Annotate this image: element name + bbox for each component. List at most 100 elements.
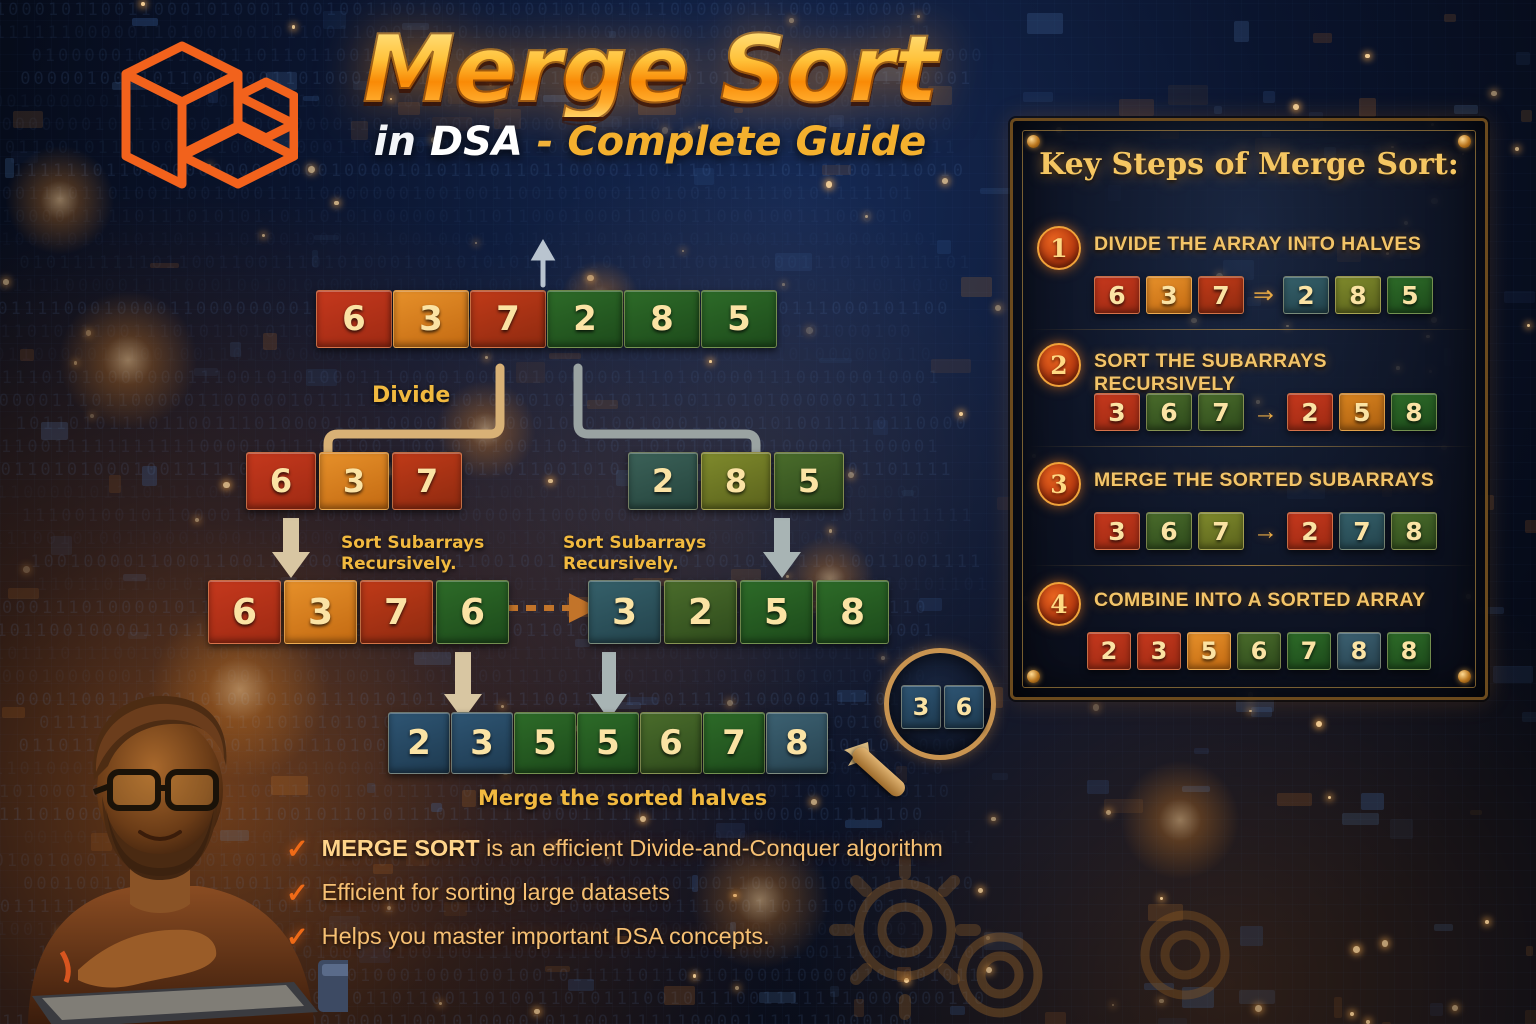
array-level-1-cell: 8: [624, 290, 700, 348]
array-level-3-left-cell: 3: [284, 580, 357, 644]
developer-illustration: [18, 640, 362, 1024]
benefits-list: ✓ MERGE SORT is an efficient Divide-and-C…: [286, 835, 1046, 968]
array-level-2-right-cell: 2: [628, 452, 698, 510]
array-level-3-left-cell: 6: [436, 580, 509, 644]
list-item-emphasis: MERGE SORT: [321, 835, 480, 861]
step-label: DIVIDE THE ARRAY INTO HALVES: [1094, 233, 1422, 255]
rivet-bottom-right: [1458, 670, 1471, 683]
magnifier-cell: 3: [901, 685, 941, 729]
step-left-cell: 7: [1287, 632, 1331, 670]
subtitle-guide: Complete Guide: [567, 118, 927, 165]
subtitle-in: in: [373, 118, 416, 165]
step-label: SORT THE SUBARRAYS RECURSIVELY: [1094, 350, 1327, 395]
sort-label-right-line1: Sort Subarrays: [563, 533, 707, 553]
step-left-cell: 6: [1146, 393, 1192, 431]
array-level-3-left-cell: 6: [208, 580, 281, 644]
array-level-3-right-cell: 2: [664, 580, 737, 644]
panel-inner-frame: [1022, 130, 1476, 688]
step-label: MERGE THE SORTED SUBARRAYS: [1094, 469, 1435, 491]
step-left-cell: 6: [1094, 276, 1140, 314]
step-right-cell: 2: [1287, 393, 1333, 431]
subtitle-dash: -: [536, 118, 554, 165]
array-level-3-right-cell: 3: [588, 580, 661, 644]
check-icon: ✓: [286, 878, 309, 908]
array-level-1-cell: 6: [316, 290, 392, 348]
array-level-1-cell: 7: [470, 290, 546, 348]
array-final-cell: 2: [388, 712, 450, 774]
array-level-2-left-cell: 3: [319, 452, 389, 510]
step-left-cell: 7: [1198, 393, 1244, 431]
list-item: ✓ Efficient for sorting large datasets: [286, 878, 1046, 908]
array-final-cell: 5: [577, 712, 639, 774]
step-left-cell: 3: [1137, 632, 1181, 670]
array-level-2-left-cell: 7: [392, 452, 462, 510]
array-final-cell: 6: [640, 712, 702, 774]
step-separator: [1029, 565, 1475, 566]
array-final-cell: 7: [703, 712, 765, 774]
array-level-3-right-cell: 5: [740, 580, 813, 644]
list-item-text: MERGE SORT is an efficient Divide-and-Co…: [321, 835, 943, 861]
array-level-1-cell: 5: [701, 290, 777, 348]
step-right-cell: 2: [1282, 276, 1329, 314]
step-right-cell: 8: [1391, 512, 1437, 550]
rivet-top-right: [1458, 135, 1471, 148]
page-title-block: Merge Sort in DSA - Complete Guide: [330, 21, 970, 165]
step-number-badge: 1: [1037, 226, 1081, 270]
divide-label: Divide: [372, 383, 451, 408]
array-level-1-cell: 2: [547, 290, 623, 348]
sort-label-left-line2: Recursively.: [341, 554, 457, 575]
array-level-2-right-cell: 5: [774, 452, 844, 510]
step-left-cell: 3: [1146, 276, 1192, 314]
step-number-badge: 3: [1037, 462, 1081, 506]
array-final-cell: 8: [766, 712, 828, 774]
step-right-cell: 5: [1386, 276, 1433, 314]
sort-label-right: Sort Subarrays Recursively.: [563, 533, 706, 576]
step-right-cell: 7: [1339, 512, 1385, 550]
list-item-text: Helps you master important DSA concepts.: [321, 923, 770, 949]
list-item: ✓ Helps you master important DSA concepts…: [286, 922, 1046, 952]
step-left-cell: 3: [1094, 512, 1140, 550]
array-level-3-right-cell: 8: [816, 580, 889, 644]
step-left-cell: 8: [1337, 632, 1381, 670]
array-level-3-left-cell: 7: [360, 580, 433, 644]
step-left-cell: 7: [1198, 276, 1244, 314]
array-level-1-cell: 3: [393, 290, 469, 348]
step-right-cell: 2: [1287, 512, 1333, 550]
sort-label-right-line2: Recursively.: [563, 554, 679, 575]
step-left-cell: 3: [1094, 393, 1140, 431]
step-right-cell: 5: [1339, 393, 1385, 431]
step-arrow-icon: →: [1253, 516, 1278, 545]
subtitle-dsa: DSA: [429, 118, 523, 165]
step-arrow-icon: ⇒: [1253, 280, 1274, 309]
sort-label-left: Sort Subarrays Recursively.: [341, 533, 484, 576]
step-left-cell: 6: [1237, 632, 1281, 670]
step-number-badge: 4: [1037, 582, 1081, 626]
step-left-cell: 6: [1146, 512, 1192, 550]
list-item-text: Efficient for sorting large datasets: [321, 879, 670, 905]
check-icon: ✓: [286, 922, 309, 952]
page-title: Merge Sort: [330, 21, 970, 118]
panel-title: Key Steps of Merge Sort:: [1039, 147, 1459, 182]
step-label: COMBINE INTO A SORTED ARRAY: [1094, 589, 1426, 611]
step-separator: [1029, 446, 1475, 447]
array-final-cell: 5: [514, 712, 576, 774]
step-arrow-icon: →: [1253, 397, 1278, 426]
sort-label-left-line1: Sort Subarrays: [341, 533, 485, 553]
step-left-cell: 2: [1087, 632, 1131, 670]
page-subtitle: in DSA - Complete Guide: [330, 119, 970, 165]
isometric-blocks-logo: [108, 36, 299, 211]
array-final-cell: 3: [451, 712, 513, 774]
array-level-2-left-cell: 6: [246, 452, 316, 510]
step-left-cell: 5: [1187, 632, 1231, 670]
step-number-badge: 2: [1037, 343, 1081, 387]
array-level-2-right-cell: 8: [701, 452, 771, 510]
step-right-cell: 8: [1391, 393, 1437, 431]
